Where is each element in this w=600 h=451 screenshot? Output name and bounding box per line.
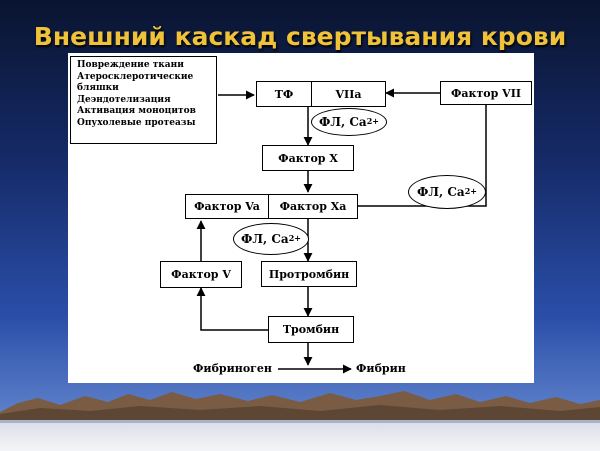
node-thrombin: Тромбин (268, 316, 354, 343)
line-factor-vii-to-factor-xa (358, 104, 487, 207)
coagulation-diagram: Повреждение ткани Атеросклеротические бл… (68, 53, 534, 383)
trigger-item: Опухолевые протеазы (77, 117, 196, 128)
trigger-item: бляшки (77, 83, 119, 94)
cofactor-charge: 2+ (288, 233, 301, 243)
node-factor-vii: Фактор VII (440, 81, 532, 105)
node-prothrombin: Протромбин (261, 261, 357, 287)
node-factor-va: Фактор Va (185, 194, 269, 219)
cofactor-charge: 2+ (464, 186, 477, 196)
node-factor-v: Фактор V (160, 261, 242, 288)
trigger-list-box: Повреждение ткани Атеросклеротические бл… (70, 56, 217, 144)
trigger-item: Деэндотелизация (77, 94, 171, 105)
trigger-item: Повреждение ткани (77, 60, 184, 70)
trigger-item: Активация моноцитов (77, 106, 196, 117)
node-tf: ТФ (256, 81, 312, 107)
cofactor-label: ФЛ, Ca (319, 115, 367, 129)
line-thrombin-to-factor-v (196, 287, 268, 331)
trigger-item: Атеросклеротические (77, 71, 194, 82)
slide-title: Внешний каскад свертывания крови (33, 22, 567, 51)
label-fibrin: Фибрин (356, 362, 406, 375)
node-viia: VIIa (311, 81, 386, 107)
label-fibrinogen: Фибриноген (193, 362, 272, 375)
cofactor-label: ФЛ, Ca (417, 185, 465, 199)
node-factor-x: Фактор X (262, 145, 354, 171)
node-factor-xa: Фактор Xa (268, 194, 358, 219)
cofactor-charge: 2+ (366, 116, 379, 126)
cofactor-label: ФЛ, Ca (241, 232, 289, 246)
